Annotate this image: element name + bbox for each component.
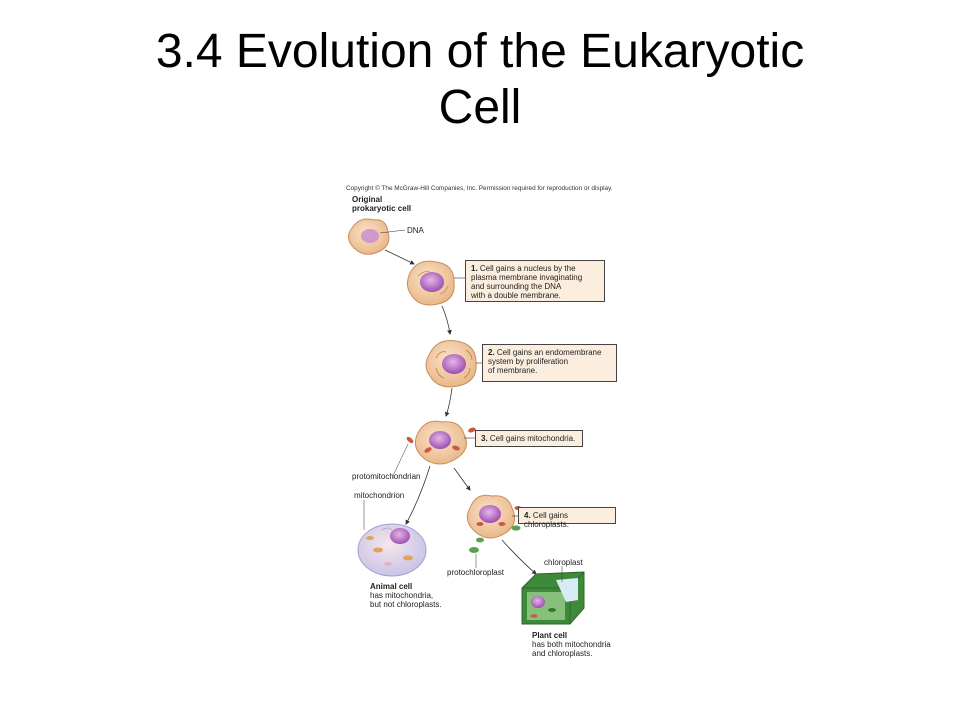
- step-2-text: Cell gains an endomembrane system by pro…: [488, 348, 602, 375]
- slide-title: 3.4 Evolution of the Eukaryotic Cell: [0, 24, 960, 136]
- step-1-number: 1.: [471, 264, 478, 273]
- dna-leader-line: [379, 229, 406, 234]
- plant-cell-title: Plant cell: [532, 631, 568, 640]
- plant-cell-desc-line-1: has both mitochondria: [532, 640, 611, 649]
- step-2-box: 2. Cell gains an endomembrane system by …: [482, 344, 617, 382]
- arrow-3: [444, 387, 453, 417]
- step-4-number: 4.: [524, 511, 531, 520]
- cell-with-chloroplasts: [466, 494, 522, 539]
- step-3-box: 3. Cell gains mitochondria.: [475, 430, 583, 447]
- arrow-to-plant-cell: [501, 539, 537, 575]
- step-4-text: Cell gains chloroplasts.: [524, 511, 569, 529]
- protochloroplast: [469, 547, 479, 553]
- protomitochondrian-label: protomitochondrian: [352, 472, 421, 481]
- copyright-notice: Copyright © The McGraw-Hill Companies, I…: [346, 185, 613, 192]
- protochloroplast-label: protochloroplast: [447, 568, 504, 577]
- step-2-number: 2.: [488, 348, 495, 357]
- plant-cell: [521, 571, 585, 625]
- prokaryotic-cell: [348, 218, 390, 255]
- cell-with-endomembrane: [425, 340, 477, 388]
- animal-cell-desc-line-2: but not chloroplasts.: [370, 600, 442, 609]
- plant-cell-desc-line-2: and chloroplasts.: [532, 649, 593, 658]
- cell-with-mitochondria: [406, 420, 476, 465]
- slide-title-line-2: Cell: [438, 81, 522, 134]
- original-label-line-1: Original: [352, 195, 383, 204]
- cell-with-nucleus: [406, 260, 455, 306]
- arrow-2: [441, 305, 452, 335]
- animal-cell-title: Animal cell: [370, 582, 413, 591]
- chloroplast-label: chloroplast: [544, 558, 583, 567]
- step-4-box: 4. Cell gains chloroplasts.: [518, 507, 616, 529]
- slide-title-line-1: 3.4 Evolution of the Eukaryotic: [155, 25, 805, 78]
- original-label-line-2: prokaryotic cell: [352, 204, 412, 213]
- arrow-to-animal-cell: [405, 465, 431, 525]
- step-1-box: 1. Cell gains a nucleus by the plasma me…: [465, 260, 605, 302]
- step-3-text: Cell gains mitochondria.: [489, 434, 576, 443]
- step-3-number: 3.: [481, 434, 488, 443]
- arrow-1: [384, 249, 415, 265]
- animal-cell: [357, 523, 427, 577]
- step-1-text: Cell gains a nucleus by the plasma membr…: [471, 264, 583, 300]
- diagram-graphics: [348, 218, 585, 625]
- arrow-to-cell-4: [453, 467, 471, 491]
- dna-label: DNA: [407, 226, 424, 235]
- mitochondrion-label: mitochondrion: [354, 491, 405, 500]
- eukaryotic-evolution-diagram: Copyright © The McGraw-Hill Companies, I…: [330, 178, 630, 668]
- animal-cell-desc-line-1: has mitochondria,: [370, 591, 434, 600]
